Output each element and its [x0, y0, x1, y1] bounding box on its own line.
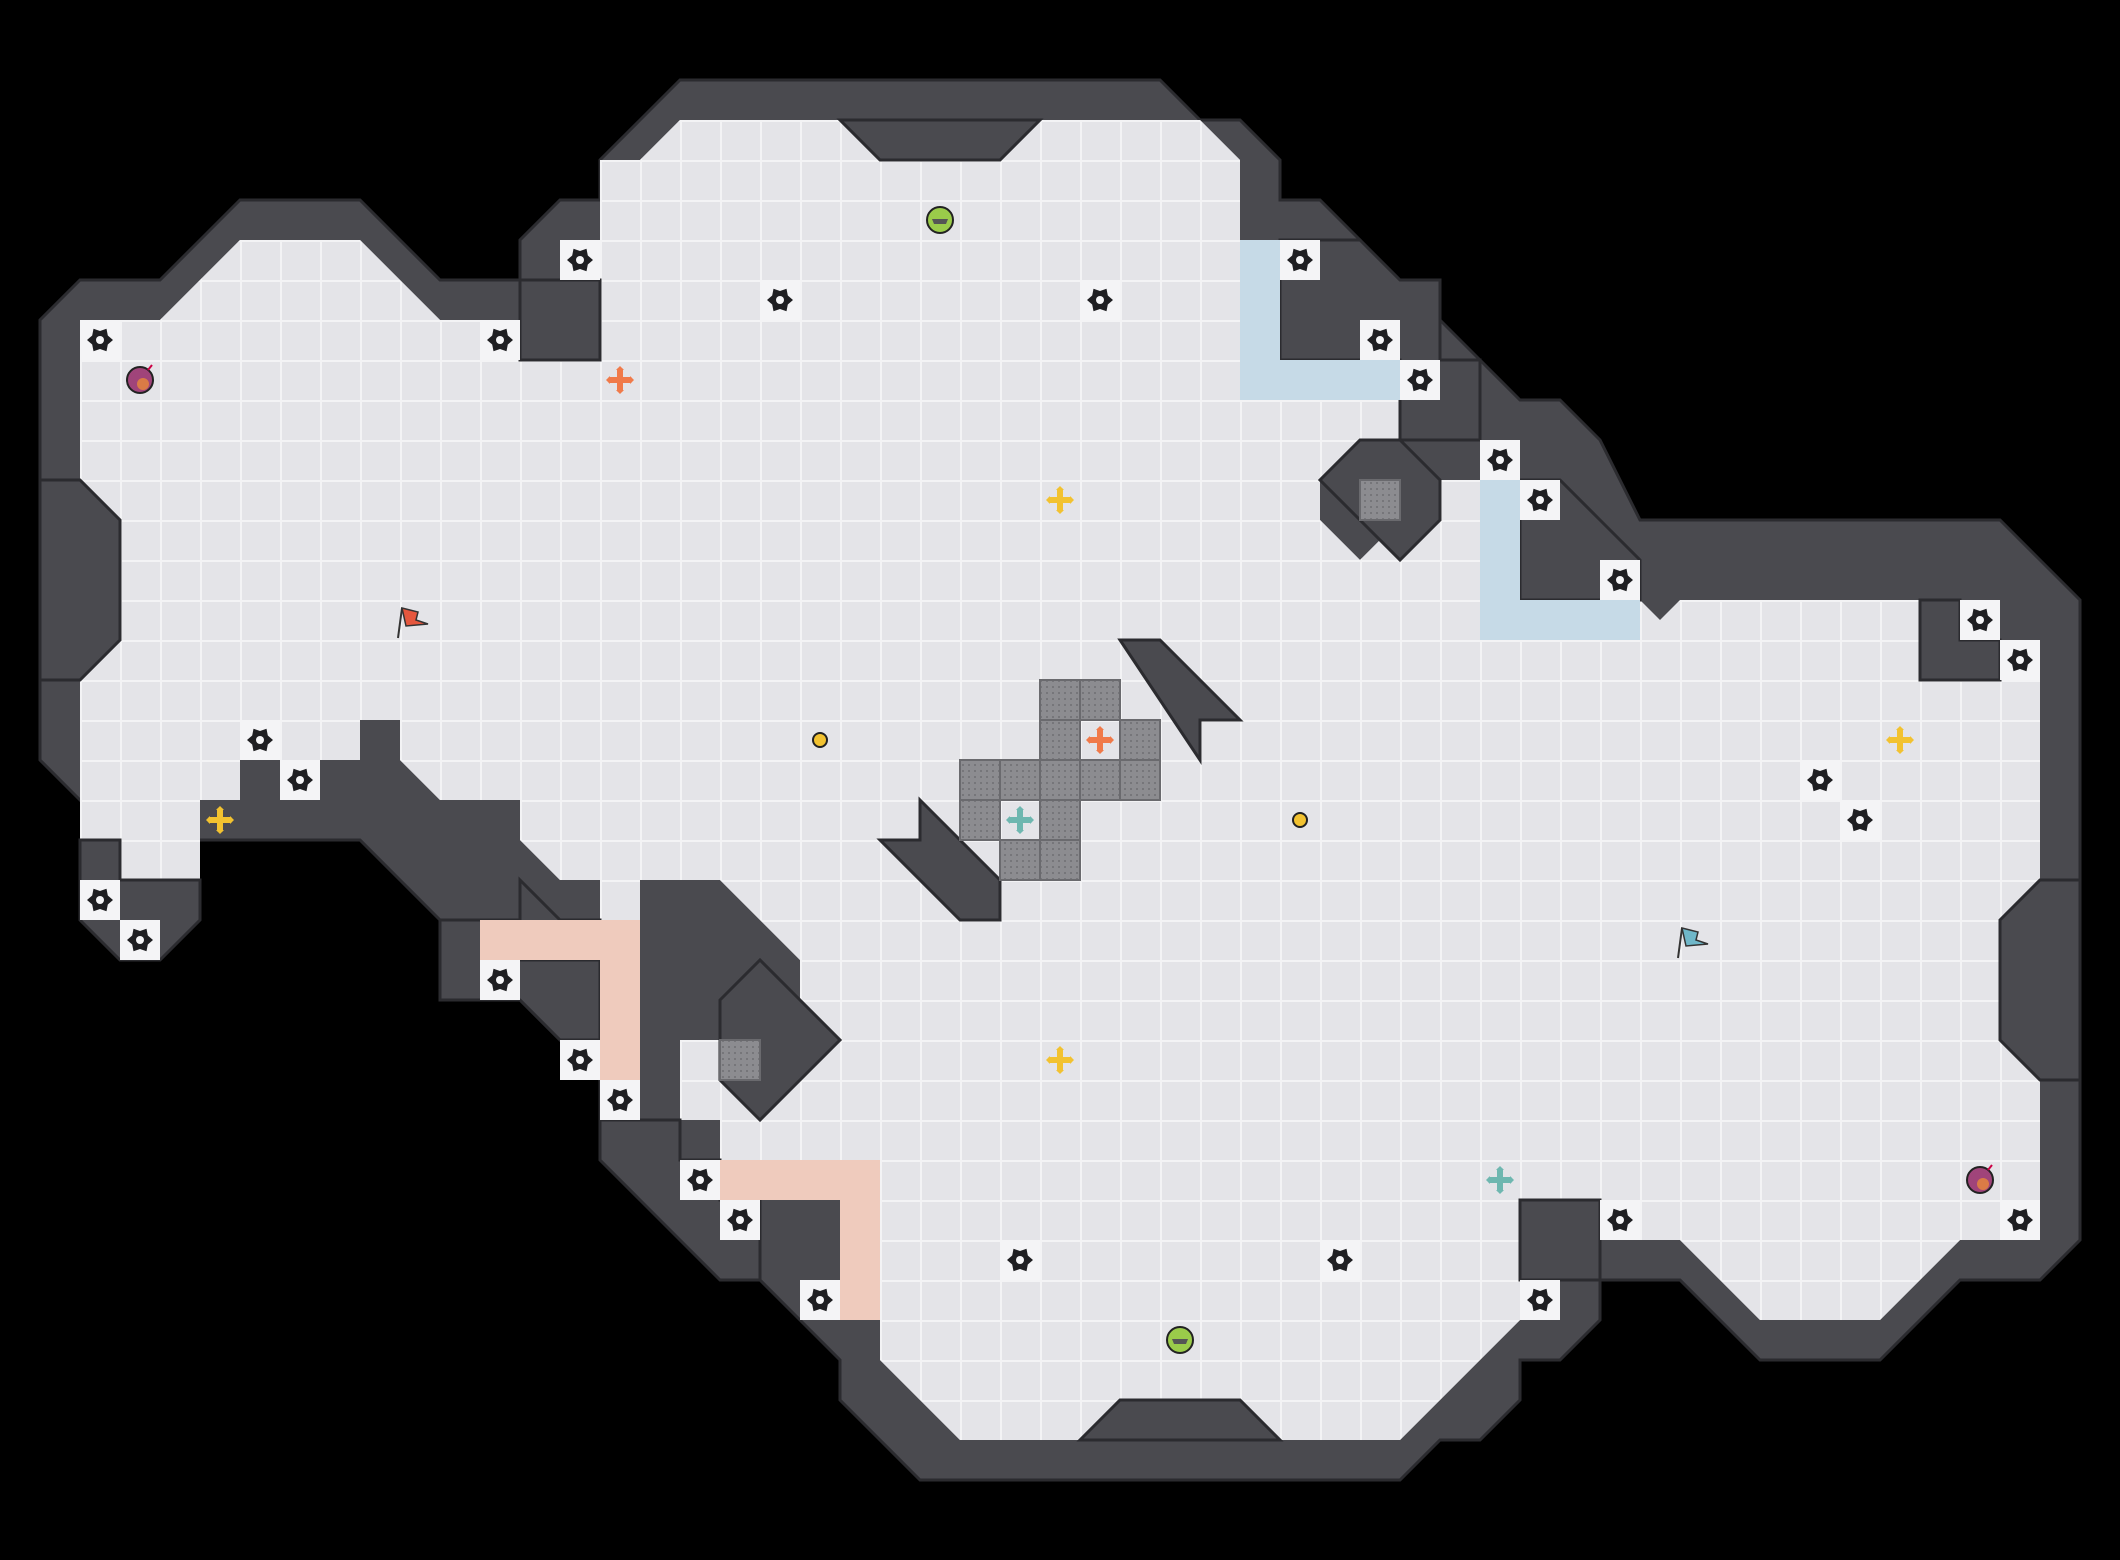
center-block — [999, 759, 1041, 801]
spike-icon — [1000, 1240, 1040, 1280]
center-blocks — [959, 679, 1161, 881]
spike-icon — [560, 240, 600, 280]
spikes — [80, 240, 2040, 1320]
powerup-icon — [1166, 1326, 1194, 1354]
spike-icon — [120, 920, 160, 960]
spike-icon — [1800, 760, 1840, 800]
wall-bottom-notch — [1076, 1398, 1284, 1442]
portal-icon — [1292, 812, 1308, 828]
blue-zone-1 — [1240, 240, 1400, 400]
spike-icon — [1360, 320, 1400, 360]
center-block — [1079, 679, 1121, 721]
wall-left-bottom-step — [78, 838, 202, 962]
boost-plus-icon — [1046, 1046, 1074, 1074]
items — [126, 206, 1994, 1354]
center-block — [959, 759, 1001, 801]
blue-flag-icon — [1677, 926, 1709, 959]
powerup-icon — [926, 206, 954, 234]
spike-icon — [1520, 1280, 1560, 1320]
spike-icon — [240, 720, 280, 760]
spike-icon — [1600, 560, 1640, 600]
boost-plus-icon — [206, 806, 234, 834]
wall-right-middle — [1998, 878, 2082, 1082]
gate-box — [1359, 479, 1401, 521]
spike-icon — [480, 960, 520, 1000]
blue-zone-2 — [1480, 480, 1640, 640]
spike-icon — [2000, 1200, 2040, 1240]
spike-icon — [560, 1040, 600, 1080]
center-block — [1119, 759, 1161, 801]
boost-plus-icon — [1086, 726, 1114, 754]
center-block — [959, 799, 1001, 841]
wall-left-middle — [38, 478, 122, 682]
spike-icon — [1840, 800, 1880, 840]
boost-plus-icon — [1046, 486, 1074, 514]
center-block — [1039, 799, 1081, 841]
wall-top-notch — [836, 118, 1044, 162]
spike-icon — [1280, 240, 1320, 280]
red-zone-2 — [720, 1160, 880, 1320]
portal-icon — [812, 732, 828, 748]
wall-left-pillar — [518, 278, 602, 362]
wall-bottom-right-block — [1518, 1198, 1602, 1282]
boost-plus-icon — [606, 366, 634, 394]
center-block — [1079, 759, 1121, 801]
center-block — [1039, 759, 1081, 801]
spike-icon — [1080, 280, 1120, 320]
red-flag-icon — [397, 606, 429, 639]
spike-icon — [480, 320, 520, 360]
spike-icon — [1320, 1240, 1360, 1280]
spike-icon — [760, 280, 800, 320]
spike-icon — [2000, 640, 2040, 680]
spike-icon — [1600, 1200, 1640, 1240]
bomb-icon — [1966, 1164, 1994, 1194]
bomb-icon — [126, 364, 154, 394]
spike-icon — [720, 1200, 760, 1240]
boost-plus-icon — [1886, 726, 1914, 754]
boost-plus-icon — [1006, 806, 1034, 834]
spike-icon — [1960, 600, 2000, 640]
gate-boxes — [719, 479, 1401, 1081]
boost-plus-icon — [1486, 1166, 1514, 1194]
spike-icon — [800, 1280, 840, 1320]
center-block — [1039, 839, 1081, 881]
spike-icon — [680, 1160, 720, 1200]
spike-icon — [1400, 360, 1440, 400]
center-block — [999, 839, 1041, 881]
spike-icon — [80, 320, 120, 360]
red-zone-1 — [480, 920, 640, 1080]
center-block — [1039, 719, 1081, 761]
center-block — [1119, 719, 1161, 761]
spike-icon — [80, 880, 120, 920]
spike-icon — [1480, 440, 1520, 480]
flags — [397, 606, 1709, 959]
center-block — [1039, 679, 1081, 721]
spike-icon — [280, 760, 320, 800]
gate-box — [719, 1039, 761, 1081]
pickups — [206, 366, 1914, 1194]
spike-icon — [600, 1080, 640, 1120]
spike-icon — [1520, 480, 1560, 520]
wall-center-diag-upper — [1117, 638, 1244, 765]
